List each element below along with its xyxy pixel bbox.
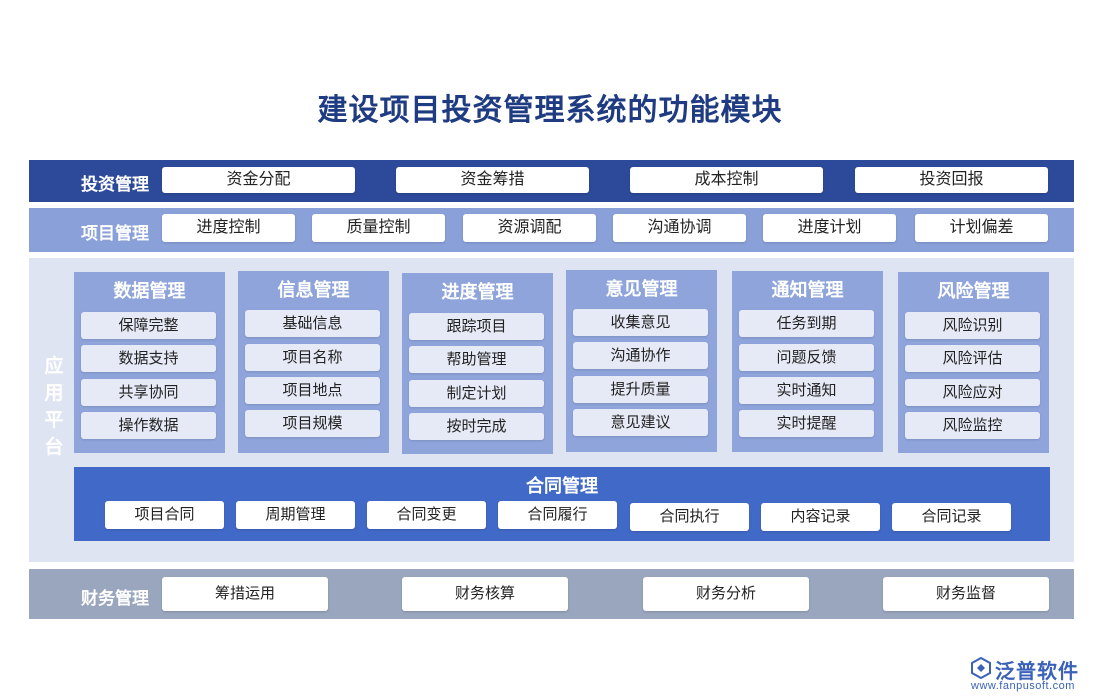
module-item: 基础信息 (245, 310, 380, 337)
module-item: 按时完成 (409, 413, 544, 440)
module-title: 意见管理 (605, 279, 678, 299)
module-title: 信息管理 (277, 280, 350, 300)
application-platform-label: 应用平台 (44, 356, 64, 458)
feedback-management-module: 意见管理 收集意见 沟通协作 提升质量 意见建议 (566, 270, 717, 452)
contract-item: 项目合同 (105, 501, 224, 529)
module-item: 数据支持 (81, 345, 216, 372)
finance-item: 财务核算 (402, 577, 568, 611)
invest-item: 成本控制 (630, 167, 823, 193)
module-item: 意见建议 (573, 409, 708, 436)
module-item: 风险监控 (905, 412, 1040, 439)
module-item: 保障完整 (81, 312, 216, 339)
contract-item: 周期管理 (236, 501, 355, 529)
investment-management-band: 投资管理 资金分配 资金筹措 成本控制 投资回报 (29, 160, 1074, 202)
contract-item: 合同履行 (498, 501, 617, 529)
project-item: 质量控制 (312, 214, 445, 242)
progress-management-module: 进度管理 跟踪项目 帮助管理 制定计划 按时完成 (402, 273, 553, 454)
module-item: 帮助管理 (409, 346, 544, 373)
contract-item: 合同变更 (367, 501, 486, 529)
project-item: 计划偏差 (915, 214, 1048, 242)
module-item: 项目规模 (245, 410, 380, 437)
brand-logo: 泛普软件 www.fanpusoft.com (968, 655, 1093, 695)
finance-item: 财务分析 (643, 577, 809, 611)
invest-item: 投资回报 (855, 167, 1048, 193)
module-title: 数据管理 (113, 281, 186, 301)
module-title: 通知管理 (771, 280, 844, 300)
module-item: 操作数据 (81, 412, 216, 439)
finance-management-band: 财务管理 筹措运用 财务核算 财务分析 财务监督 (29, 569, 1074, 619)
finance-management-label: 财务管理 (81, 589, 149, 608)
contract-item: 合同执行 (630, 503, 749, 531)
module-item: 制定计划 (409, 380, 544, 407)
module-item: 实时通知 (739, 377, 874, 404)
project-item: 进度控制 (162, 214, 295, 242)
module-item: 实时提醒 (739, 410, 874, 437)
contract-item: 内容记录 (761, 503, 880, 531)
module-item: 沟通协作 (573, 342, 708, 369)
project-management-label: 项目管理 (81, 224, 149, 243)
module-item: 任务到期 (739, 310, 874, 337)
project-item: 资源调配 (463, 214, 596, 242)
module-item: 跟踪项目 (409, 313, 544, 340)
logo-icon (971, 657, 991, 679)
module-item: 项目名称 (245, 344, 380, 371)
invest-item: 资金筹措 (396, 167, 589, 193)
project-item: 进度计划 (763, 214, 896, 242)
application-platform-band: 应用平台 数据管理 保障完整 数据支持 共享协同 操作数据 信息管理 基础信息 … (29, 258, 1074, 562)
module-item: 风险评估 (905, 345, 1040, 372)
finance-item: 财务监督 (883, 577, 1049, 611)
investment-management-label: 投资管理 (81, 175, 149, 194)
page-title: 建设项目投资管理系统的功能模块 (317, 94, 783, 127)
notification-management-module: 通知管理 任务到期 问题反馈 实时通知 实时提醒 (732, 271, 883, 452)
logo-name: 泛普软件 (995, 661, 1079, 683)
invest-item: 资金分配 (162, 167, 355, 193)
module-item: 风险应对 (905, 379, 1040, 406)
module-title: 风险管理 (937, 281, 1010, 301)
risk-management-module: 风险管理 风险识别 风险评估 风险应对 风险监控 (898, 272, 1049, 453)
finance-item: 筹措运用 (162, 577, 328, 611)
module-item: 共享协同 (81, 379, 216, 406)
module-item: 收集意见 (573, 309, 708, 336)
module-item: 问题反馈 (739, 344, 874, 371)
contract-item: 合同记录 (892, 503, 1011, 531)
info-management-module: 信息管理 基础信息 项目名称 项目地点 项目规模 (238, 271, 389, 453)
contract-management-module: 合同管理 项目合同 周期管理 合同变更 合同履行 合同执行 内容记录 合同记录 (74, 467, 1050, 541)
module-title: 进度管理 (441, 282, 514, 302)
contract-management-title: 合同管理 (526, 476, 598, 496)
data-management-module: 数据管理 保障完整 数据支持 共享协同 操作数据 (74, 272, 225, 453)
logo-url: www.fanpusoft.com (971, 680, 1075, 692)
project-management-band: 项目管理 进度控制 质量控制 资源调配 沟通协调 进度计划 计划偏差 (29, 208, 1074, 252)
module-item: 提升质量 (573, 376, 708, 403)
project-item: 沟通协调 (613, 214, 746, 242)
module-item: 风险识别 (905, 312, 1040, 339)
module-item: 项目地点 (245, 377, 380, 404)
